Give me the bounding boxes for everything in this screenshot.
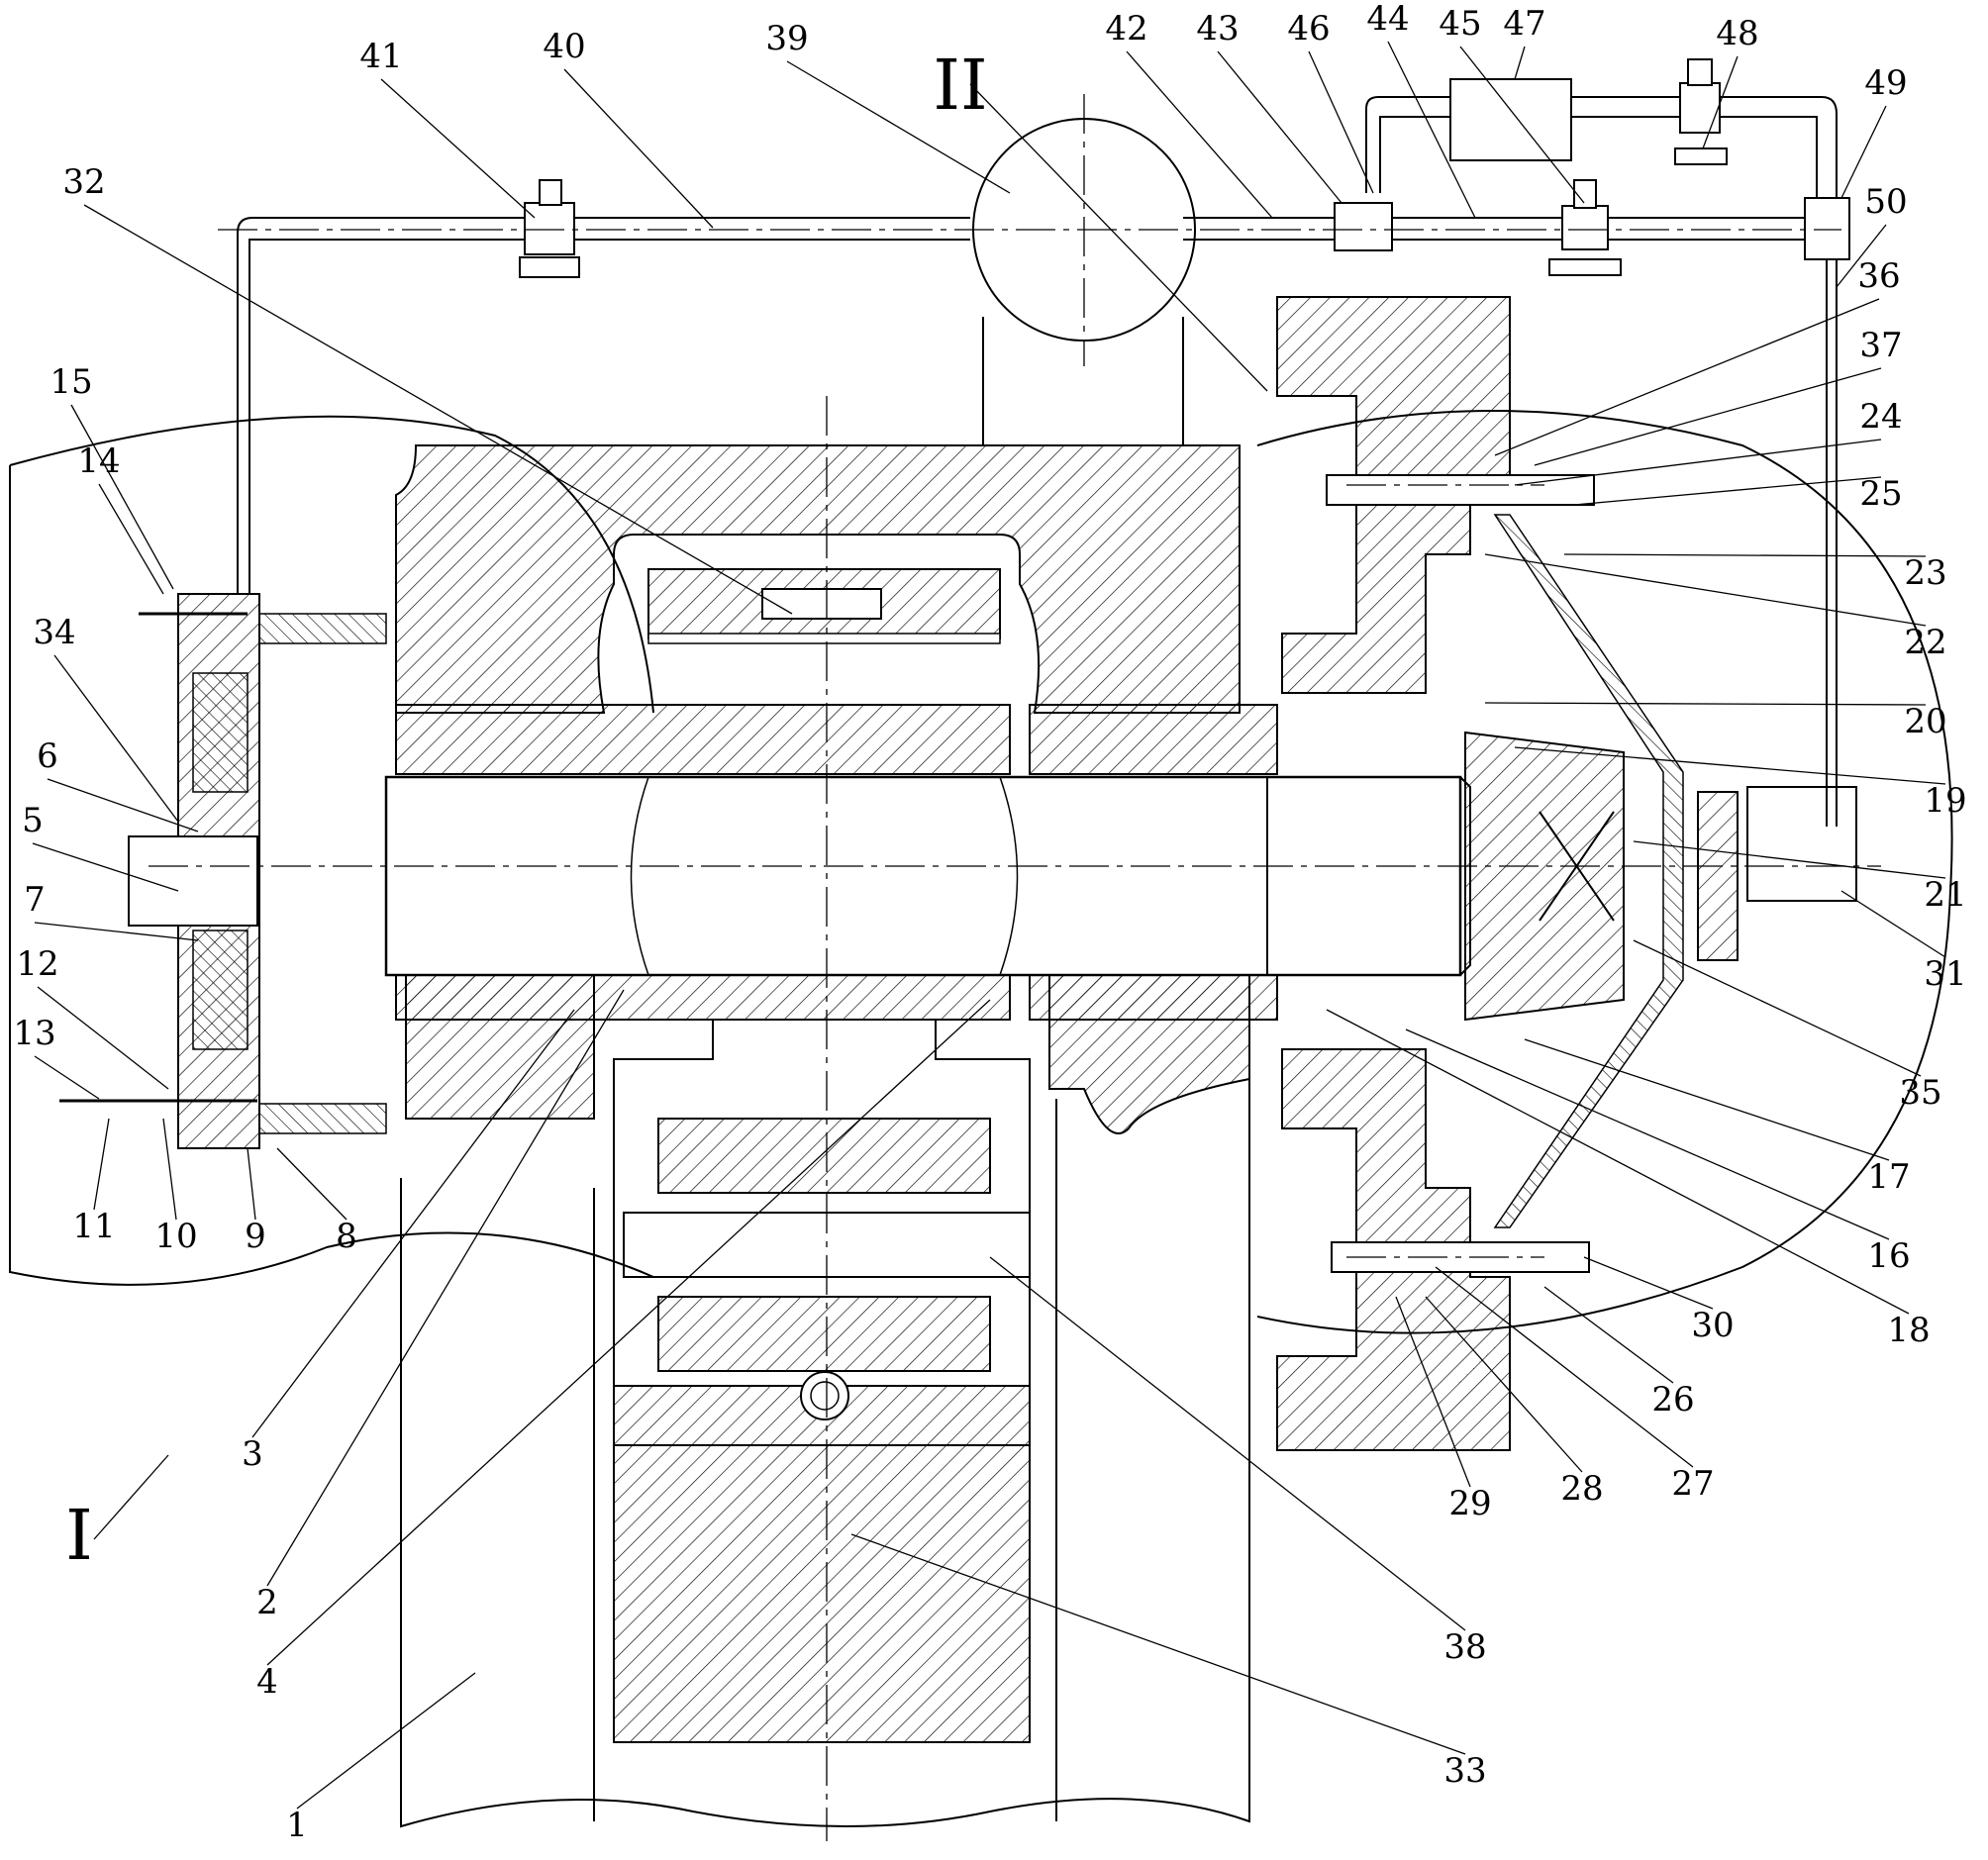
part-label-12: 12 xyxy=(16,944,58,984)
part-label-26: 26 xyxy=(1651,1380,1694,1419)
part-label-11: 11 xyxy=(72,1207,115,1246)
part-label-31: 31 xyxy=(1924,954,1966,994)
leader-line-10 xyxy=(163,1119,176,1220)
leader-line-8 xyxy=(277,1148,347,1220)
part-label-33: 33 xyxy=(1443,1751,1486,1791)
part-label-44: 44 xyxy=(1366,0,1409,39)
part-label-14: 14 xyxy=(77,441,120,481)
part-label-27: 27 xyxy=(1671,1464,1714,1504)
part-label-30: 30 xyxy=(1691,1306,1734,1345)
left-end-cover xyxy=(59,594,386,1148)
part-label-29: 29 xyxy=(1448,1484,1491,1523)
leader-line-26 xyxy=(1544,1287,1673,1383)
connecting-rod xyxy=(614,1020,1030,1742)
leader-line-42 xyxy=(1127,51,1272,218)
leader-line-40 xyxy=(564,69,713,228)
part-label-18: 18 xyxy=(1887,1311,1930,1350)
part-label-4: 4 xyxy=(256,1662,278,1702)
leader-line-47 xyxy=(1515,47,1525,79)
part-label-35: 35 xyxy=(1899,1073,1941,1113)
part-label-48: 48 xyxy=(1716,14,1758,53)
part-label-37: 37 xyxy=(1859,326,1902,365)
part-label-15: 15 xyxy=(50,362,92,402)
leader-line-43 xyxy=(1218,51,1342,203)
leader-line-25 xyxy=(1574,477,1881,505)
leader-line-35 xyxy=(1634,940,1921,1076)
part-label-20: 20 xyxy=(1904,702,1946,741)
part-label-25: 25 xyxy=(1859,474,1902,514)
detail-leader-1 xyxy=(94,1455,168,1539)
leader-line-41 xyxy=(381,79,535,218)
part-label-17: 17 xyxy=(1867,1157,1910,1197)
leader-line-14 xyxy=(99,484,163,594)
leader-line-11 xyxy=(94,1119,109,1210)
part-label-47: 47 xyxy=(1503,4,1545,44)
part-label-36: 36 xyxy=(1857,256,1900,296)
leader-line-1 xyxy=(297,1673,475,1809)
leader-line-46 xyxy=(1309,51,1373,193)
part-label-23: 23 xyxy=(1904,553,1946,593)
part-label-34: 34 xyxy=(33,613,75,652)
leader-line-20 xyxy=(1485,703,1926,705)
part-label-8: 8 xyxy=(336,1217,357,1256)
leader-line-30 xyxy=(1584,1257,1713,1309)
part-label-19: 19 xyxy=(1924,781,1966,821)
part-label-5: 5 xyxy=(22,801,44,840)
part-label-9: 9 xyxy=(245,1217,266,1256)
part-label-42: 42 xyxy=(1105,9,1147,49)
valves xyxy=(520,59,1849,277)
leader-line-9 xyxy=(248,1148,255,1220)
part-label-41: 41 xyxy=(359,37,402,76)
part-label-10: 10 xyxy=(154,1217,197,1256)
part-label-6: 6 xyxy=(37,736,58,776)
part-label-22: 22 xyxy=(1904,623,1946,662)
part-label-28: 28 xyxy=(1560,1469,1603,1509)
part-label-45: 45 xyxy=(1439,4,1481,44)
part-label-50: 50 xyxy=(1864,182,1907,222)
leader-line-6 xyxy=(48,779,198,832)
upper-chamber xyxy=(648,569,1000,643)
part-label-1: 1 xyxy=(286,1806,308,1845)
leader-line-16 xyxy=(1406,1029,1889,1239)
part-label-40: 40 xyxy=(543,27,585,66)
part-label-16: 16 xyxy=(1867,1236,1910,1276)
detail-label-1: I xyxy=(65,1495,93,1576)
leader-line-34 xyxy=(54,655,178,822)
detail-label-2: II xyxy=(933,45,987,126)
part-label-3: 3 xyxy=(242,1434,263,1474)
part-label-39: 39 xyxy=(765,19,808,58)
part-label-7: 7 xyxy=(24,880,46,920)
part-label-13: 13 xyxy=(13,1014,55,1053)
part-label-24: 24 xyxy=(1859,397,1902,437)
part-label-46: 46 xyxy=(1287,9,1330,49)
part-label-32: 32 xyxy=(62,162,105,202)
leader-line-23 xyxy=(1564,554,1926,556)
detail-leader-2 xyxy=(970,84,1267,391)
part-label-49: 49 xyxy=(1864,63,1907,103)
leader-line-12 xyxy=(38,987,168,1089)
part-label-21: 21 xyxy=(1924,875,1966,915)
part-label-38: 38 xyxy=(1443,1627,1486,1667)
part-label-43: 43 xyxy=(1196,9,1239,49)
leader-line-13 xyxy=(35,1056,99,1099)
main-shaft xyxy=(386,705,1470,1020)
part-label-2: 2 xyxy=(256,1583,278,1622)
